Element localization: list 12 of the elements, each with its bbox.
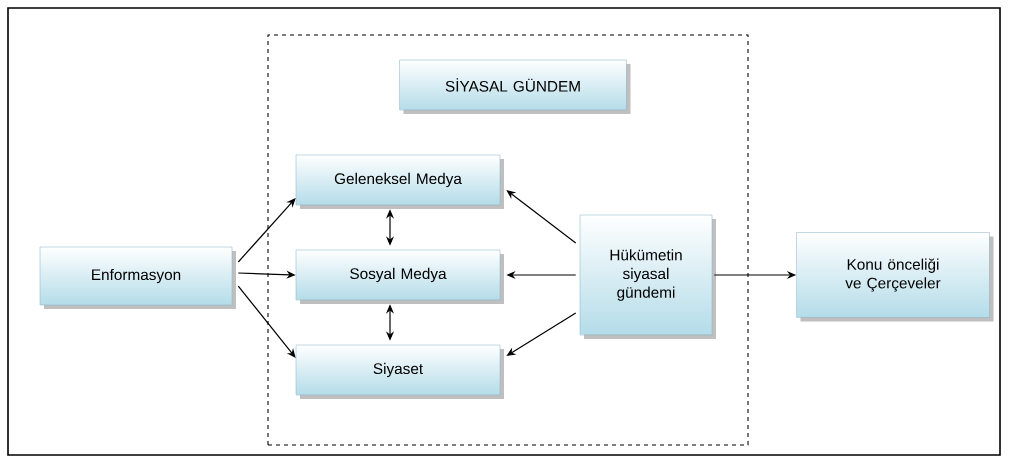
text-box: Sosyal Medya: [295, 249, 504, 304]
arrow: [237, 198, 296, 263]
text-box: SİYASAL GÜNDEM: [399, 59, 631, 114]
text-box: Geleneksel Medya: [295, 154, 504, 209]
text-box: Siyaset: [295, 344, 504, 399]
text-box: Hükümetin siyasal gündemi: [579, 214, 716, 339]
arrow: [506, 190, 577, 244]
text-box: Konu önceliği ve Çerçeveler: [796, 232, 994, 322]
arrow: [237, 285, 296, 358]
text-box: Enformasyon: [39, 246, 236, 309]
dashed-group-box: [267, 34, 749, 446]
arrow: [506, 312, 577, 356]
